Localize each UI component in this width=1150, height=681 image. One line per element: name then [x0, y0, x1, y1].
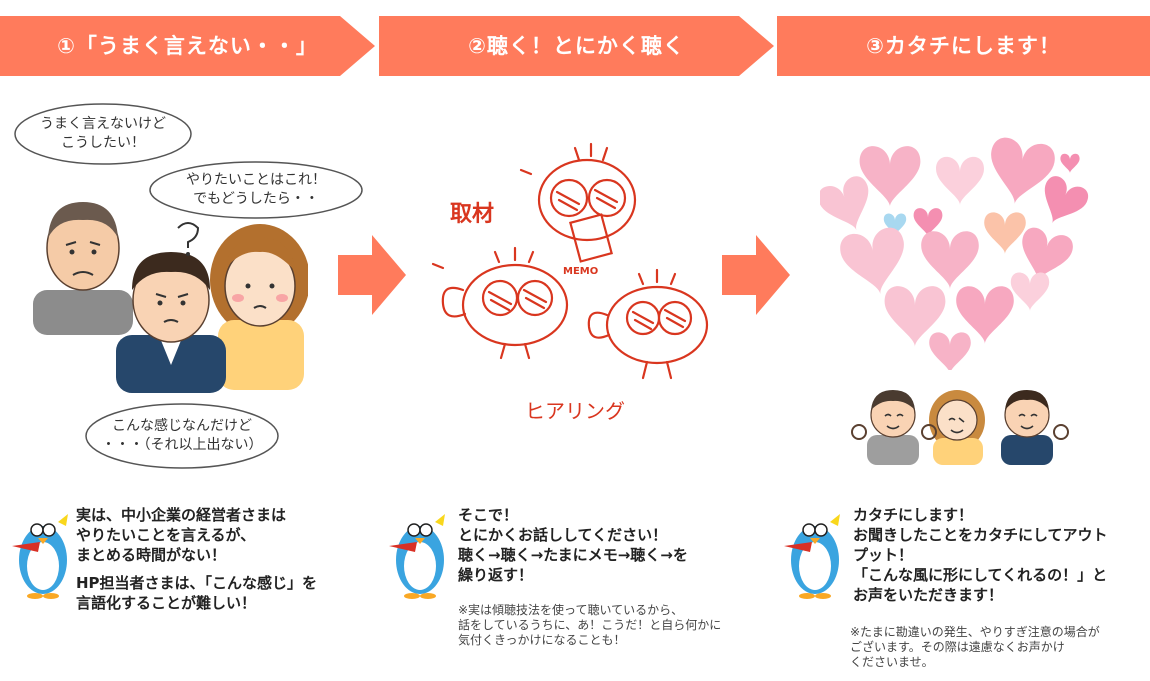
step-1-desc-line-3: まとめる時間がない！	[76, 546, 227, 564]
penguin-mascot-icon-2	[389, 514, 445, 599]
memo-character	[519, 142, 637, 263]
memo-label: MEMO	[563, 266, 598, 277]
step-3-desc-line-5: お声をいただきます！	[853, 586, 1004, 604]
step-2-note-line-2: 話をしているうちに、あ！こうだ！と自ら何かに	[458, 618, 722, 632]
step-1-desc-line-4: HP担当者さまは、「こんな感じ」を	[76, 574, 318, 592]
ear-character-left	[431, 246, 569, 360]
step-2-note: ※実は傾聴技法を使って聴いているから、 話をしているうちに、あ！こうだ！と自ら何…	[458, 603, 768, 648]
speech-bubble-1: うまく言えないけど こうしたい！	[10, 100, 196, 172]
happy-woman	[921, 390, 985, 465]
woman-figure	[210, 224, 308, 390]
step-2-note-line-1: ※実は傾聴技法を使って聴いているから、	[458, 603, 684, 617]
listening-characters-illustration: MEMO	[431, 142, 709, 380]
step-1-description: 実は、中小企業の経営者さまは やりたいことを言えるが、 まとめる時間がない！ H…	[76, 505, 376, 613]
step-2-desc-line-2: とにかくお話ししてください！	[458, 526, 668, 544]
happy-man-left	[851, 390, 919, 465]
happy-man-right	[1001, 390, 1069, 465]
penguin-mascot-icon-1	[12, 514, 68, 599]
step-2-desc-line-1: そこで！	[458, 506, 519, 524]
flow-arrow-1	[338, 235, 406, 315]
speech-bubble-2: やりたいことはこれ！ でもどうしたら・・	[145, 158, 367, 224]
step-3-note-line-2: ございます。その際は遠慮なくお声かけ	[850, 640, 1065, 654]
step-label-2: ②聴く！とにかく聴く	[468, 34, 685, 58]
hearing-label-top: 取材	[450, 202, 495, 227]
step-2-desc-line-3: 聴く→聴く→たまにメモ→聴く→を	[458, 546, 688, 564]
step-1-desc-line-2: やりたいことを言えるが、	[76, 526, 256, 544]
bubble-2-line-1: やりたいことはこれ！	[186, 172, 326, 188]
penguin-mascot-icon-3	[784, 514, 840, 599]
step-3-desc-line-2: お聞きしたことをカタチにしてアウト	[853, 526, 1108, 544]
step-3-note-line-1: ※たまに勘違いの発生、やりすぎ注意の場合が	[850, 625, 1100, 639]
confused-people-illustration	[33, 202, 308, 393]
step-3-note-line-3: くださいませ。	[850, 655, 934, 669]
step-banner-3: ③カタチにします！	[777, 16, 1150, 76]
step-3-description: カタチにします！ お聞きしたことをカタチにしてアウト プット！ 「こんな風に形に…	[853, 505, 1148, 605]
bubble-3-line-1: こんな感じなんだけど	[112, 418, 252, 434]
ear-character-right	[587, 268, 709, 380]
happy-people-illustration	[851, 390, 1069, 465]
step-label-1: ①「うまく言えない・・」	[57, 34, 318, 58]
heart-collage-illustration	[820, 135, 1092, 370]
bubble-1-line-1: うまく言えないけど	[40, 116, 166, 132]
step-3-desc-line-4: 「こんな風に形にしてくれるの！」と	[853, 566, 1108, 584]
hearing-label-bottom: ヒアリング	[525, 399, 625, 423]
step-banner-2: ②聴く！とにかく聴く	[379, 16, 774, 76]
step-3-desc-line-3: プット！	[853, 546, 914, 564]
step-2-note-line-3: 気付くきっかけになることも！	[458, 633, 626, 647]
step-1-desc-line-5: 言語化することが難しい！	[76, 594, 257, 612]
step-2-desc-line-4: 繰り返す！	[458, 566, 534, 584]
bubble-2-line-2: でもどうしたら・・	[193, 191, 319, 207]
heart-shapes	[820, 135, 1092, 370]
speech-bubble-3: こんな感じなんだけど ・・・（それ以上出ない）	[82, 398, 282, 474]
bubble-3-line-2: ・・・（それ以上出ない）	[101, 437, 263, 453]
older-man-figure	[33, 202, 133, 335]
step-banner-1: ①「うまく言えない・・」	[0, 16, 375, 76]
step-3-desc-line-1: カタチにします！	[853, 506, 974, 524]
step-label-3: ③カタチにします！	[866, 34, 1061, 58]
step-2-description: そこで！ とにかくお話ししてください！ 聴く→聴く→たまにメモ→聴く→を 繰り返…	[458, 505, 758, 585]
bubble-1-line-2: こうしたい！	[61, 135, 145, 151]
young-man-figure	[116, 222, 226, 393]
step-3-note: ※たまに勘違いの発生、やりすぎ注意の場合が ございます。その際は遠慮なくお声かけ…	[850, 625, 1145, 670]
flow-arrow-2	[722, 235, 790, 315]
step-1-desc-line-1: 実は、中小企業の経営者さまは	[76, 506, 287, 524]
